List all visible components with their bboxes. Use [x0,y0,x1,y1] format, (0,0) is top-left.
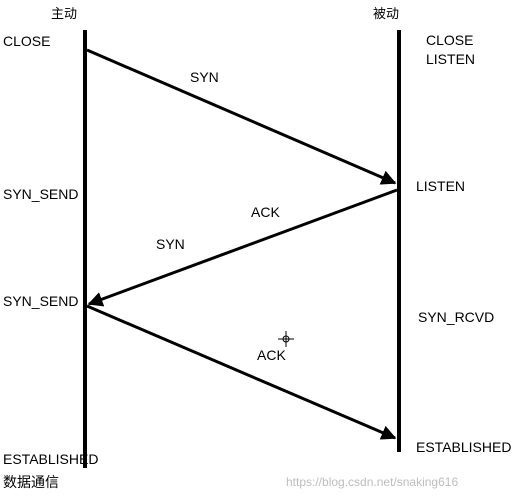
active-state-data-communication: 数据通信 [3,474,59,490]
passive-state-listen-1: LISTEN [426,51,476,67]
arrow-syn-1 [86,48,397,185]
crosshair-cursor-icon [278,331,294,347]
message-syn-1: SYN [190,69,219,85]
message-syn-2: SYN [156,236,185,252]
active-state-syn-send-2: SYN_SEND [3,293,79,309]
passive-state-close: CLOSE [426,32,474,48]
passive-state-syn-rcvd: SYN_RCVD [418,309,495,325]
message-ack-2: ACK [251,204,280,220]
passive-state-listen-2: LISTEN [416,178,466,194]
watermark-url: https://blog.csdn.net/snaking616 [286,475,459,489]
passive-state-established: ESTABLISHED [416,439,512,455]
message-ack-3: ACK [257,347,286,363]
active-header: 主动 [51,6,78,21]
active-state-syn-send-1: SYN_SEND [3,186,79,202]
active-state-close: CLOSE [3,33,51,49]
arrow-ack-3 [86,304,397,440]
passive-header: 被动 [373,6,400,21]
active-state-established: ESTABLISHED [3,451,99,467]
arrow-syn-ack [87,188,398,307]
